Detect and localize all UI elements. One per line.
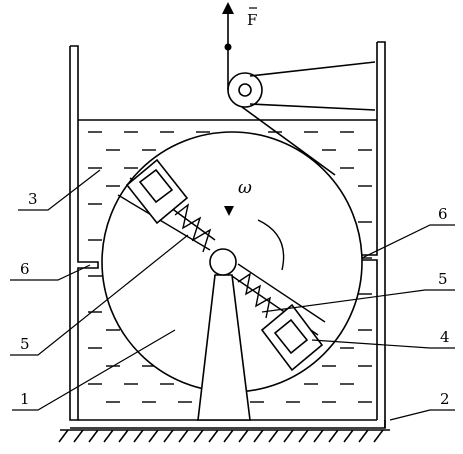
- leader-3: [18, 169, 101, 211]
- leader-2: [389, 409, 455, 421]
- leader-6-right: [361, 224, 455, 259]
- leader-6-left: [10, 264, 91, 281]
- ground-hatch-stroke: [73, 429, 84, 443]
- force-arrow: F: [222, 2, 257, 44]
- container-right-wall: [377, 41, 386, 428]
- ground-hatch-stroke: [193, 429, 204, 443]
- ground-hatch-stroke: [238, 429, 249, 443]
- part-labels: 3 6 5 1 6 5 4 2: [20, 190, 450, 408]
- ground-hatch-stroke: [88, 429, 99, 443]
- ground-hatch-stroke: [148, 429, 159, 443]
- rope-knot: [224, 43, 232, 51]
- ground: [58, 429, 390, 443]
- pulley-arm-upper: [249, 61, 376, 77]
- leader-lines: [10, 169, 455, 421]
- ground-hatch-stroke: [268, 429, 279, 443]
- slider-upper-inner: [138, 168, 174, 204]
- pulley-system: [227, 47, 376, 176]
- ground-hatch-stroke: [208, 429, 219, 443]
- spring-lower: [237, 272, 271, 319]
- label-2: 2: [440, 390, 450, 408]
- ground-hatch-stroke: [163, 429, 174, 443]
- label-1: 1: [20, 390, 30, 408]
- label-3: 3: [28, 190, 38, 208]
- ground-hatch: [58, 429, 384, 443]
- label-5-left: 5: [20, 335, 30, 353]
- ground-hatch-stroke: [223, 429, 234, 443]
- container-right-wall-inner: [359, 42, 378, 420]
- rope-to-disc: [241, 106, 336, 176]
- leader-1: [12, 329, 176, 411]
- leader-5-right: [261, 289, 455, 313]
- label-6-left: 6: [20, 260, 30, 278]
- ground-hatch-stroke: [343, 429, 354, 443]
- container-left-wall: [69, 45, 99, 421]
- label-4: 4: [440, 328, 450, 346]
- ground-hatch-stroke: [283, 429, 294, 443]
- slot-rail-lower-b: [237, 263, 326, 323]
- ground-hatch-stroke: [58, 429, 69, 443]
- spring-upper: [174, 203, 212, 253]
- liquid: [88, 131, 372, 403]
- rotation-arc: [257, 219, 285, 271]
- ground-hatch-stroke: [328, 429, 339, 443]
- ground-hatch-stroke: [133, 429, 144, 443]
- ground-hatch-stroke: [118, 429, 129, 443]
- ground-hatch-stroke: [313, 429, 324, 443]
- slider-block-upper: [125, 158, 189, 225]
- ground-hatch-stroke: [298, 429, 309, 443]
- leader-4: [311, 339, 455, 349]
- ground-hatch-stroke: [358, 429, 369, 443]
- hub-circle: [209, 248, 237, 276]
- container-bottom: [70, 420, 386, 429]
- ground-hatch-stroke: [103, 429, 114, 443]
- slider-block-lower: [260, 303, 324, 372]
- support-post: [197, 274, 251, 421]
- ground-hatch-stroke: [178, 429, 189, 443]
- slider-lower-inner: [273, 318, 309, 355]
- pulley-arm-lower: [249, 103, 376, 111]
- omega-label: ω: [238, 178, 252, 198]
- force-arrowhead: [222, 2, 234, 14]
- ground-hatch-stroke: [253, 429, 264, 443]
- label-5-right: 5: [438, 270, 448, 288]
- rotation-indicator: ω: [224, 178, 285, 271]
- leader-5-left: [10, 234, 189, 356]
- rotation-arrowhead: [224, 206, 234, 216]
- force-label: F: [247, 11, 257, 29]
- pulley-axle: [238, 83, 252, 97]
- ground-hatch-stroke: [373, 429, 384, 443]
- slot-rail-upper-a: [117, 194, 211, 251]
- label-6-right: 6: [438, 205, 448, 223]
